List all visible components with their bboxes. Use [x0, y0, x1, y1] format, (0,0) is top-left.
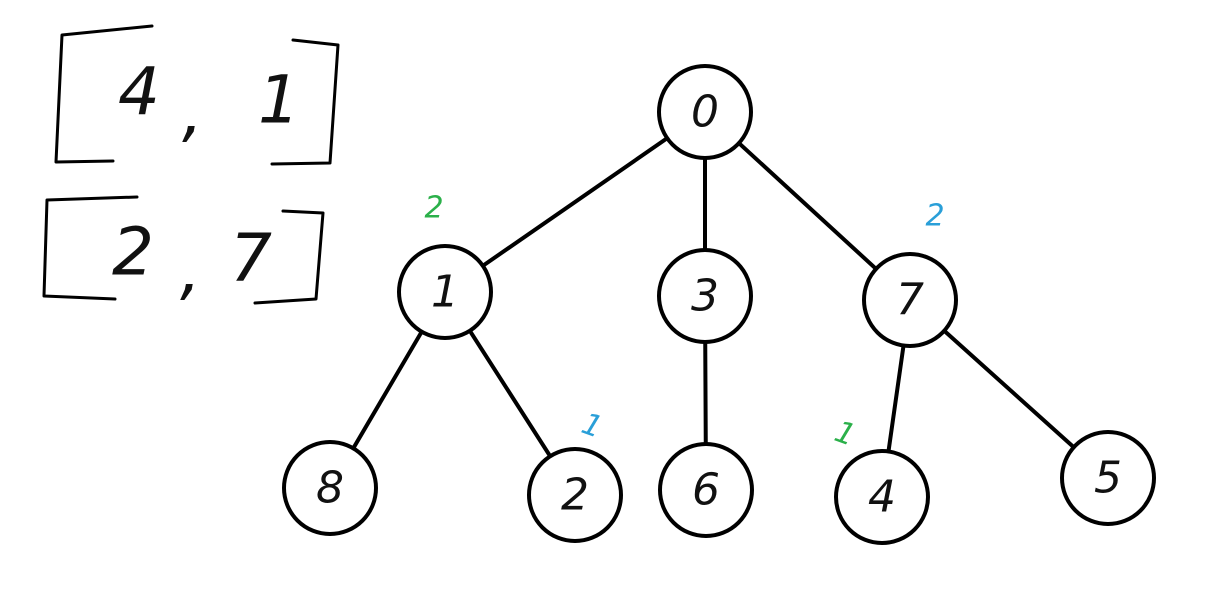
node-label: 6	[692, 465, 720, 516]
annotation-near-2: 1	[577, 406, 607, 445]
tree-node-4: 4	[834, 449, 930, 545]
pair-first-value: 2	[112, 214, 154, 291]
node-circle	[657, 64, 753, 160]
node-label: 8	[316, 463, 344, 514]
node-circle	[657, 248, 753, 344]
tree-node-6: 6	[658, 442, 754, 538]
pair-second-value: 7	[230, 220, 272, 297]
pair-box-2: 2 , 7	[42, 195, 325, 309]
node-label: 5	[1094, 453, 1122, 504]
pair-separator: ,	[180, 232, 201, 309]
tree-node-8: 8	[282, 440, 378, 536]
tree-node-7: 7	[862, 252, 958, 348]
node-label: 2	[561, 470, 589, 521]
node-label: 0	[691, 87, 719, 138]
annotation-near-4: 1	[830, 414, 860, 453]
node-circle	[282, 440, 378, 536]
pair-second-value: 1	[258, 62, 300, 139]
left-bracket	[54, 24, 154, 164]
node-circle	[527, 447, 623, 543]
left-bracket	[42, 195, 139, 301]
node-circle	[834, 449, 930, 545]
node-circle	[397, 244, 493, 340]
node-circle	[862, 252, 958, 348]
edge-0-1	[443, 110, 707, 294]
tree-node-0: 0	[657, 64, 753, 160]
right-bracket	[253, 209, 325, 305]
annotation-near-1: 2	[424, 191, 443, 226]
node-label: 7	[896, 275, 924, 326]
node-label: 3	[691, 271, 719, 322]
tree-nodes: 0 1 3 7 8 2 6 4 5	[282, 64, 1156, 545]
tree-node-1: 1	[397, 244, 493, 340]
pair-box-1: 4 , 1	[54, 24, 340, 166]
right-bracket	[270, 38, 340, 166]
tree-node-3: 3	[657, 248, 753, 344]
pair-separator: ,	[182, 74, 203, 151]
annotation-near-7: 2	[925, 199, 944, 234]
node-circle	[1060, 430, 1156, 526]
tree-node-2: 2	[527, 447, 623, 543]
node-circle	[658, 442, 754, 538]
tree-node-5: 5	[1060, 430, 1156, 526]
pair-first-value: 4	[118, 54, 160, 131]
node-label: 1	[431, 267, 459, 318]
node-label: 4	[868, 472, 896, 523]
